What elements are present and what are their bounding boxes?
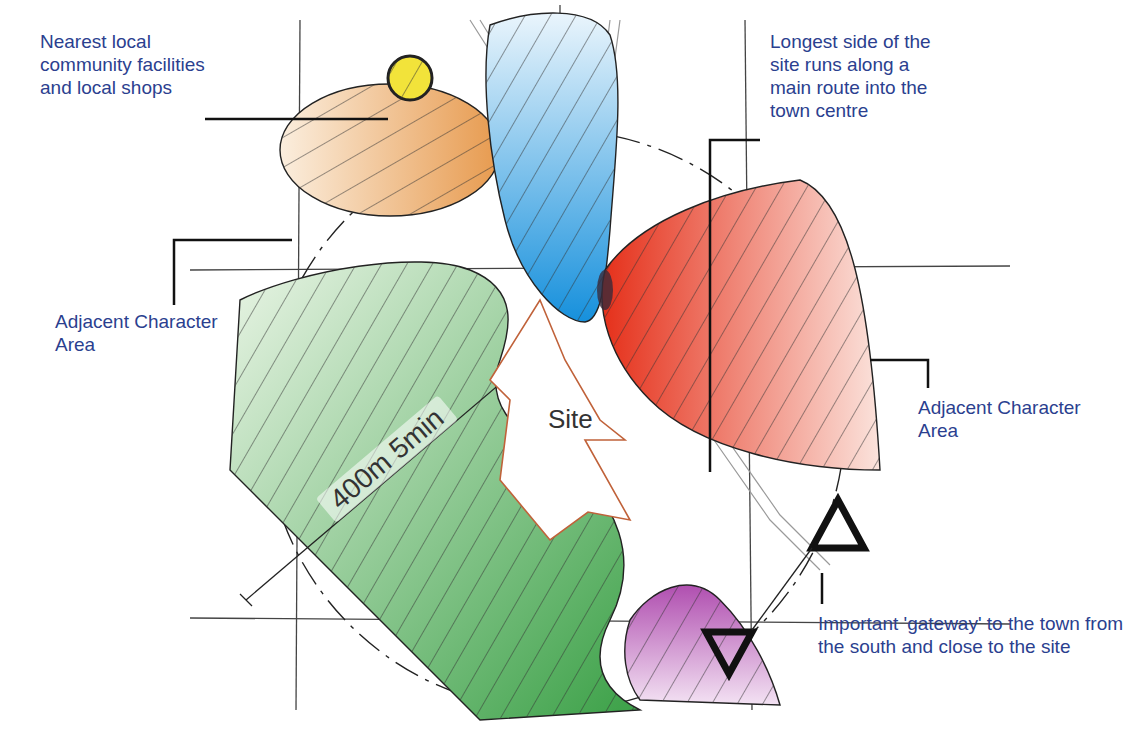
site-label: Site — [548, 404, 593, 434]
callout-label: Nearest local community facilities and l… — [40, 30, 215, 99]
callout-label: Longest side of the site runs along a ma… — [770, 30, 950, 122]
callout-label: Important 'gateway' to the town from the… — [818, 612, 1138, 658]
site-area: Site — [470, 290, 670, 555]
callout-label: Adjacent Character Area — [918, 396, 1118, 442]
callout-label: Adjacent Character Area — [55, 310, 235, 356]
